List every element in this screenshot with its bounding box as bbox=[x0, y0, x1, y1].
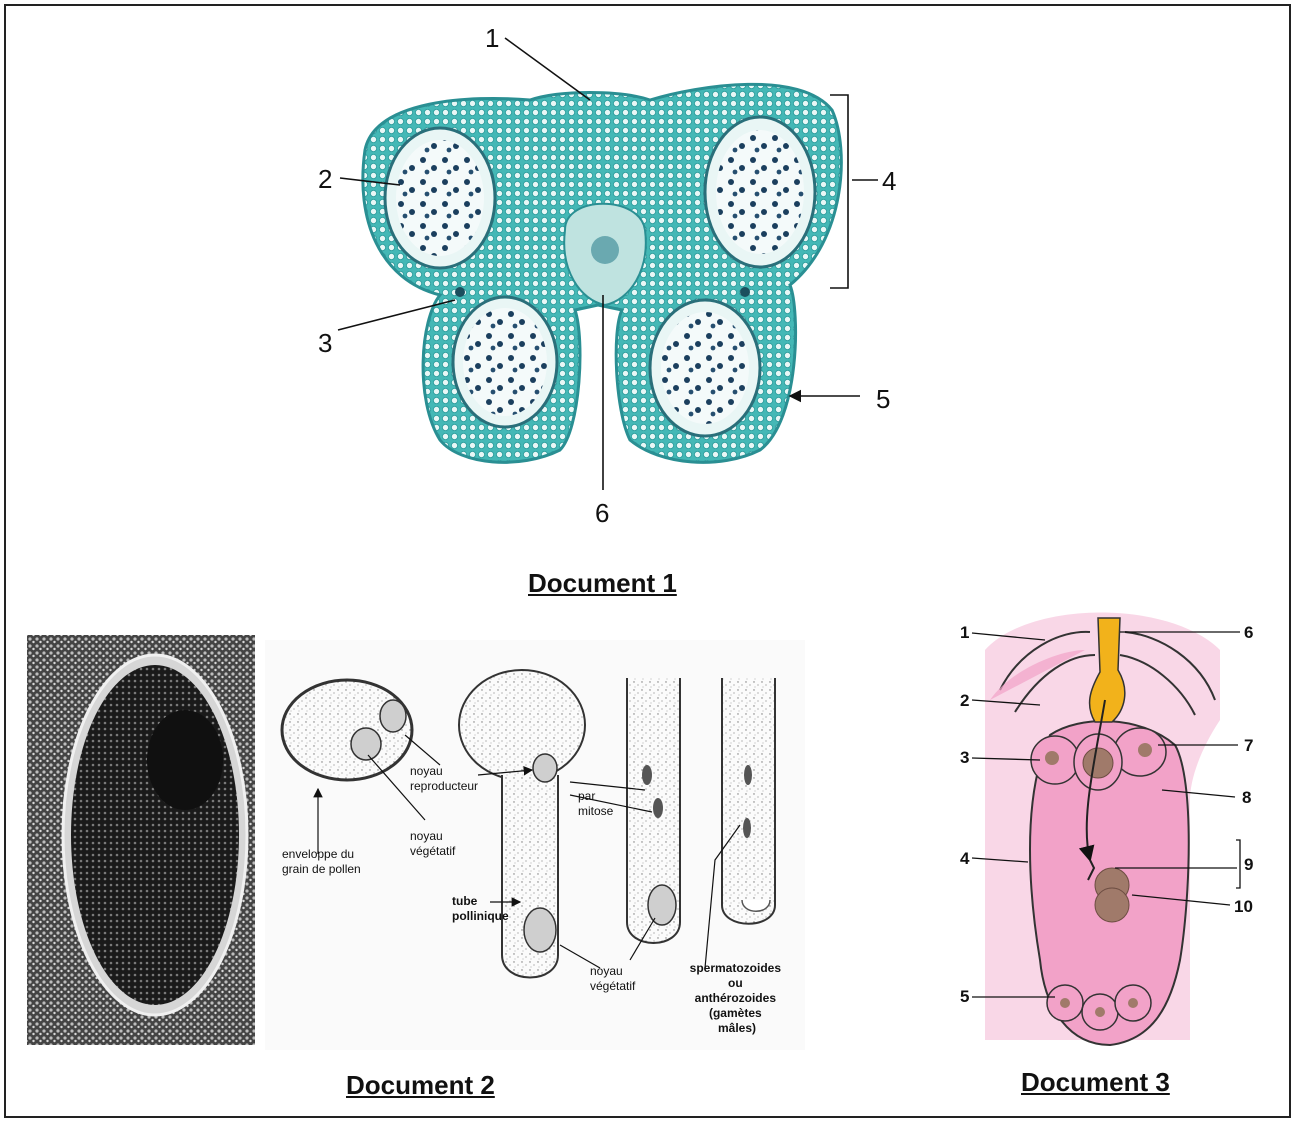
pollen-micrograph bbox=[27, 635, 255, 1045]
doc3-label-2: 2 bbox=[960, 691, 969, 710]
anther-cross-section bbox=[363, 84, 841, 462]
pollen-grains bbox=[661, 312, 749, 424]
oosphere-nucleus bbox=[1083, 748, 1113, 778]
vegetative-nucleus bbox=[648, 885, 676, 925]
polar-nucleus bbox=[1095, 888, 1129, 922]
synergid-nucleus bbox=[1138, 743, 1152, 757]
doc1-label-6: 6 bbox=[595, 498, 609, 528]
doc3-label-4: 4 bbox=[960, 849, 970, 868]
stomium-right bbox=[740, 287, 750, 297]
doc1-label-4: 4 bbox=[882, 166, 896, 196]
doc3-label-6: 6 bbox=[1244, 623, 1253, 642]
pollen-germination-drawing bbox=[265, 640, 805, 1050]
doc3-label-3: 3 bbox=[960, 748, 969, 767]
vascular-core bbox=[591, 236, 619, 264]
pollen-grains bbox=[716, 130, 804, 254]
stomium-left bbox=[455, 287, 465, 297]
dividing-nucleus bbox=[642, 765, 652, 785]
reproductive-nucleus bbox=[380, 700, 406, 732]
sperm-cell bbox=[743, 818, 751, 838]
reproductive-nucleus bbox=[533, 754, 557, 782]
sperm-cell bbox=[744, 765, 752, 785]
pollen-grains bbox=[463, 308, 547, 416]
doc3-label-1: 1 bbox=[960, 623, 969, 642]
doc2-title: Document 2 bbox=[346, 1070, 495, 1101]
doc3-label-7: 7 bbox=[1244, 736, 1253, 755]
synergid-nucleus bbox=[1045, 751, 1059, 765]
doc3-label-9: 9 bbox=[1244, 855, 1253, 874]
pollen-grains bbox=[396, 140, 484, 256]
label-enveloppe: enveloppe du grain de pollen bbox=[282, 847, 361, 876]
doc3-label-8: 8 bbox=[1242, 788, 1251, 807]
doc1-label-3: 3 bbox=[318, 328, 332, 358]
doc3-label-10: 10 bbox=[1234, 897, 1253, 916]
vegetative-nucleus bbox=[524, 908, 556, 952]
doc3-label-5: 5 bbox=[960, 987, 969, 1006]
doc1-title: Document 1 bbox=[528, 568, 677, 599]
vegetative-nucleus bbox=[351, 728, 381, 760]
doc1-label-1: 1 bbox=[485, 23, 499, 53]
ovule-diagram bbox=[985, 613, 1220, 1046]
dividing-nucleus bbox=[653, 798, 663, 818]
doc1-label-2: 2 bbox=[318, 164, 332, 194]
doc3-title: Document 3 bbox=[1021, 1067, 1170, 1098]
pollen-grain-stage-2 bbox=[459, 670, 585, 780]
doc1-label-5: 5 bbox=[876, 384, 890, 414]
pollen-tube-stage-4 bbox=[722, 678, 775, 924]
